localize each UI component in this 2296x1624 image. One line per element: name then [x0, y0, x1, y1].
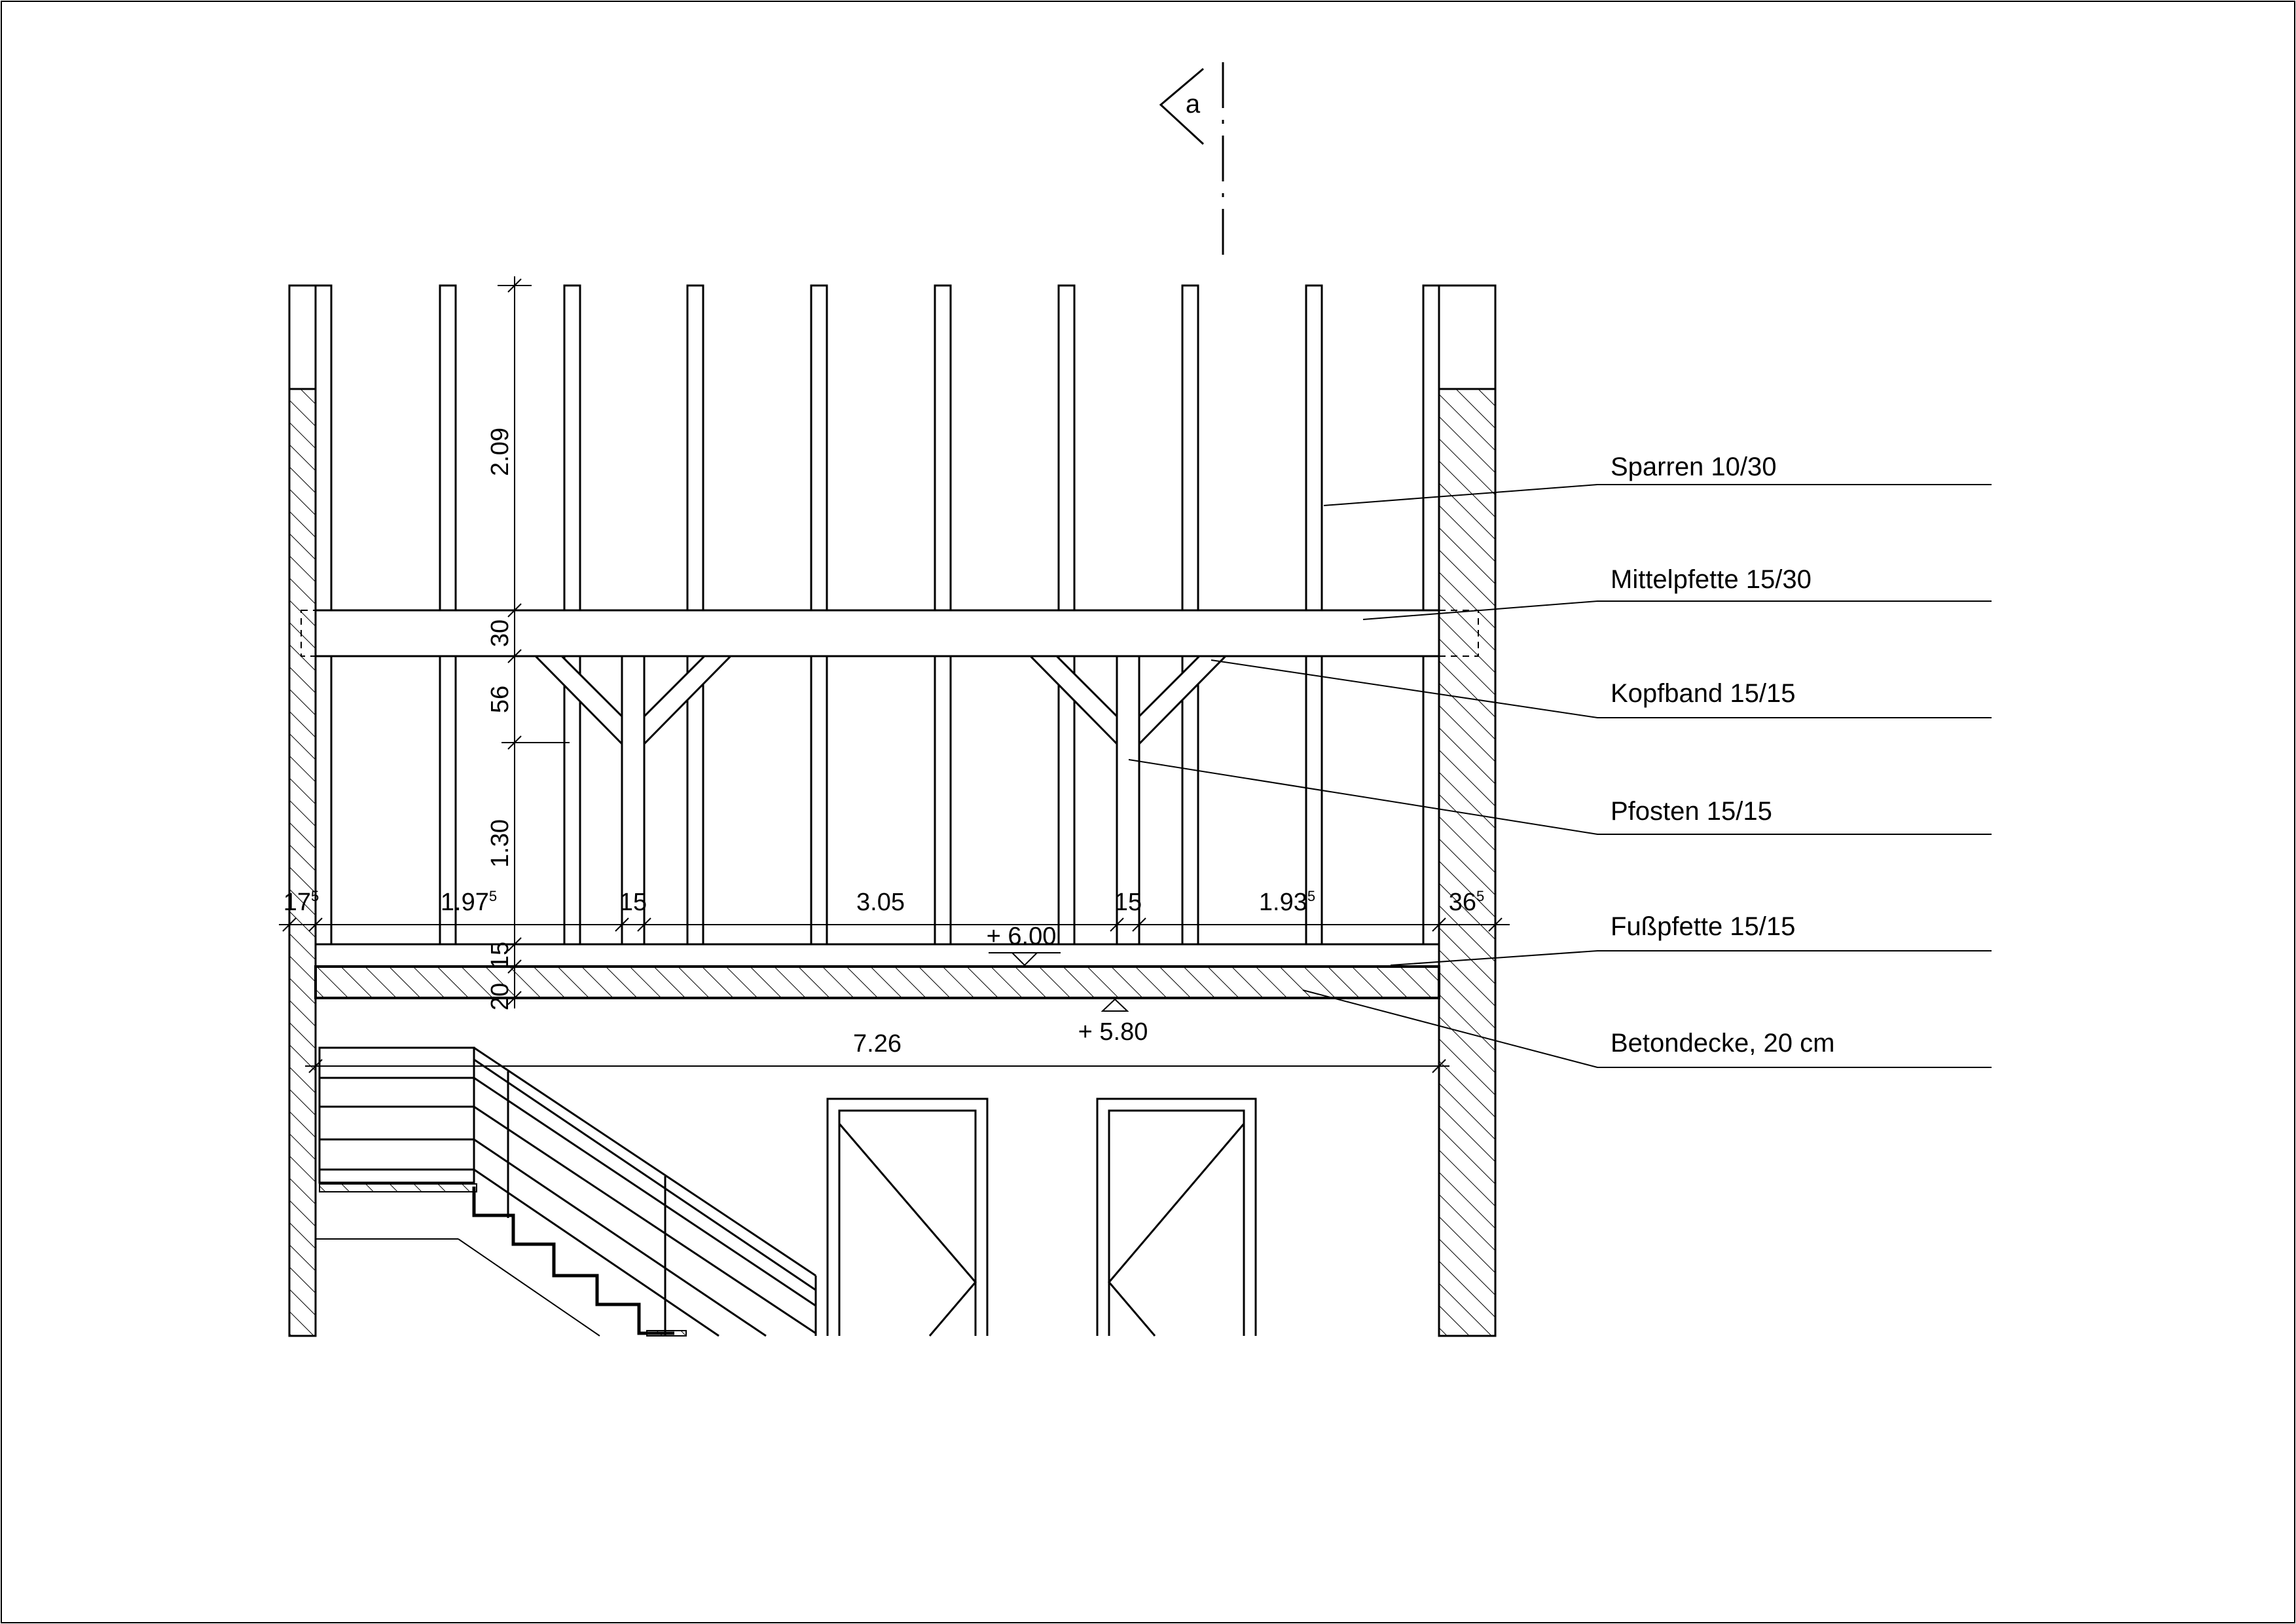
landing-railing: [318, 1046, 475, 1184]
section-marker-label: a: [1186, 90, 1201, 119]
concrete-slab: [314, 965, 1440, 999]
right-wall: [1438, 388, 1497, 1337]
dim-h-4: 3.05: [856, 889, 905, 916]
dim-h-1: 175: [283, 888, 319, 916]
rafter: [288, 284, 317, 390]
dim-purlin-depth: 30: [486, 619, 514, 647]
level-triangle-upper: [1010, 952, 1039, 967]
dim-rafter-top: 2.09: [486, 428, 514, 476]
dim-foot-purlin: 15: [486, 942, 514, 969]
dim-h-3: 15: [619, 889, 647, 916]
span-total: 7.26: [853, 1030, 902, 1058]
label-concrete-slab: Betondecke, 20 cm: [1611, 1029, 1834, 1058]
level-triangle-lower: [1101, 998, 1129, 1012]
vertical-dimension-texts: 2.09 30 56 1.30 15 20: [486, 428, 514, 1010]
level-lower: + 5.80: [1078, 1018, 1148, 1046]
dim-h-7: 365: [1449, 888, 1485, 916]
span-dimension: 7.26: [305, 1030, 1449, 1073]
label-post: Pfosten 15/15: [1611, 797, 1772, 826]
dim-h-6: 1.935: [1259, 888, 1315, 916]
dim-slab: 20: [486, 983, 514, 1010]
landing-slab: [319, 1183, 477, 1192]
foot-purlin: [314, 943, 1440, 968]
dim-brace-height: 56: [486, 686, 514, 713]
post-right: [1116, 655, 1140, 968]
middle-purlin: [301, 609, 1479, 657]
braces: [533, 655, 1228, 747]
label-middle-purlin: Mittelpfette 15/30: [1611, 565, 1812, 594]
window-right: [1096, 1098, 1257, 1337]
leader-lines: [1128, 484, 1992, 1068]
label-rafter: Sparren 10/30: [1611, 452, 1777, 481]
label-foot-purlin: Fußpfette 15/15: [1611, 912, 1795, 941]
stair-railing: [473, 1046, 817, 1337]
label-brace: Kopfband 15/15: [1611, 679, 1795, 708]
window-left: [826, 1098, 989, 1337]
stair-steps: [472, 1187, 674, 1335]
horizontal-dimension-chain: [279, 917, 1510, 932]
section-marker: a: [1159, 62, 1224, 262]
vertical-dimension-chain: [498, 276, 570, 1008]
stair-underside: [458, 1238, 600, 1337]
level-upper: + 6.00: [987, 923, 1057, 950]
dim-h-5: 15: [1114, 889, 1142, 916]
level-marks: + 6.00 + 5.80: [987, 923, 1148, 1046]
dim-post-height: 1.30: [486, 819, 514, 868]
rafter: [1438, 284, 1497, 390]
dim-h-2: 1.975: [441, 888, 497, 916]
component-labels: Sparren 10/30 Mittelpfette 15/30 Kopfban…: [1611, 452, 1834, 1058]
left-wall: [288, 388, 317, 1337]
stair-tread-hatch: [646, 1330, 687, 1337]
post-left: [621, 655, 646, 968]
posts: [621, 655, 1140, 968]
horizontal-dimension-texts: 175 1.975 15 3.05 15 1.935 365: [283, 888, 1485, 916]
